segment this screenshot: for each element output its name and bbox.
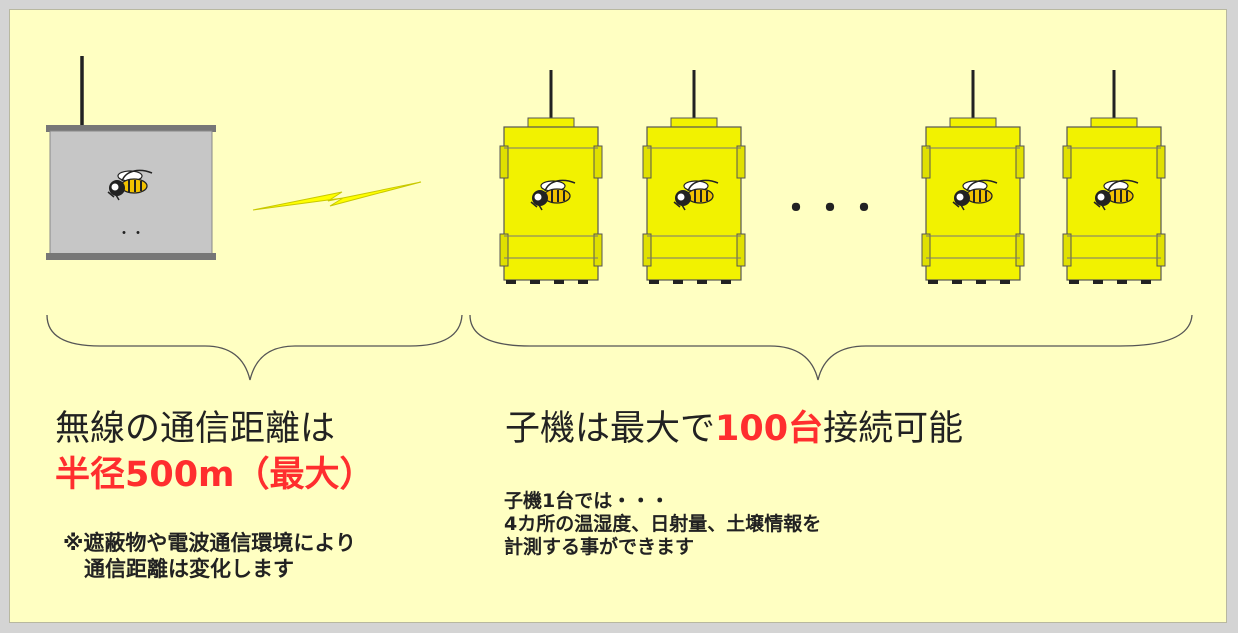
range-heading: 無線の通信距離は	[55, 409, 336, 449]
parent-device: ・・	[46, 56, 216, 260]
range-note: ※遮蔽物や電波通信環境により 通信距離は変化します	[63, 531, 356, 581]
capacity-heading-post: 接続可能	[823, 409, 964, 449]
range-highlight: 半径500m（最大）	[55, 455, 375, 495]
child-device	[1063, 70, 1165, 284]
child-device	[922, 70, 1024, 284]
right-brace	[469, 314, 1193, 381]
capacity-heading: 子機は最大で100台接続可能	[505, 400, 963, 451]
status-dots: ・・	[117, 226, 145, 242]
child-device	[500, 70, 602, 284]
wireless-signal-icon	[252, 181, 422, 211]
diagram-panel: ・・ ・・・ 無線の通信距離は 半径500m（最大） ※遮蔽物や電波通信環境によ…	[9, 9, 1227, 623]
child-device	[643, 70, 745, 284]
diagram-canvas: ・・ ・・・	[46, 56, 1193, 381]
capacity-highlight: 100台	[715, 409, 824, 449]
ellipsis: ・・・	[779, 189, 881, 229]
capacity-heading-pre: 子機は最大で	[505, 409, 716, 449]
left-brace	[46, 314, 463, 381]
capacity-note: 子機1台では・・・ 4カ所の温湿度、日射量、土壌情報を 計測する事ができます	[504, 490, 822, 558]
